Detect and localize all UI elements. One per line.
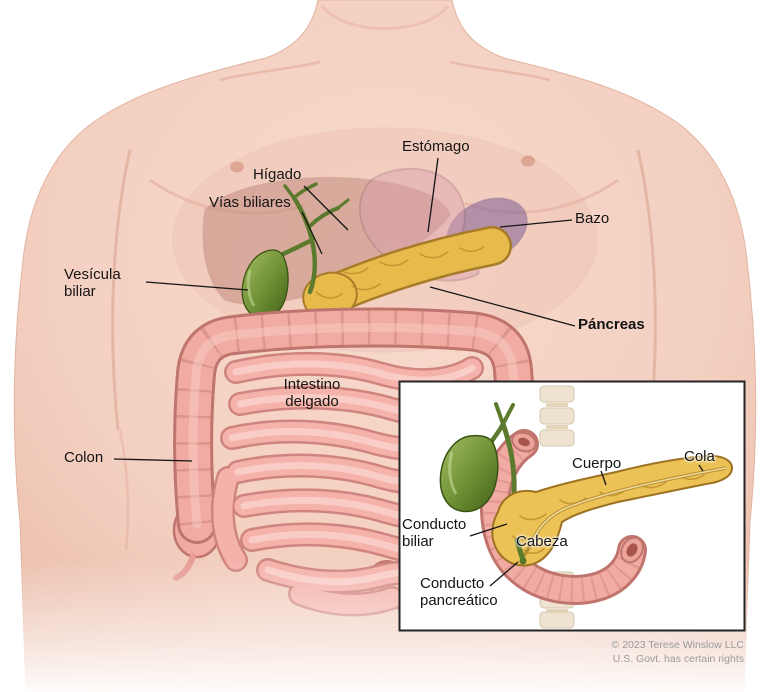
label-estomago: Estómago xyxy=(402,138,470,155)
label-colon: Colon xyxy=(64,449,104,466)
copyright-notice: © 2023 Terese Winslow LLC U.S. Govt. has… xyxy=(524,639,744,666)
inset-gallbladder xyxy=(439,434,499,513)
label-bazo: Bazo xyxy=(575,210,610,227)
nipple-left xyxy=(230,161,244,173)
label-cola: Cola xyxy=(684,448,715,465)
leader-estomago xyxy=(427,157,439,233)
jejunum-cut-end xyxy=(620,536,644,564)
leader-higado xyxy=(303,185,349,231)
inset-duodenum xyxy=(495,429,647,589)
leader-lines xyxy=(113,157,704,587)
leader-conducto-pancreatico xyxy=(489,561,519,587)
inset-pancreatic-duct xyxy=(519,466,727,562)
label-pancreas: Páncreas xyxy=(578,316,645,333)
label-cuerpo: Cuerpo xyxy=(572,455,622,472)
label-intestino-delgado: Intestino delgado xyxy=(283,376,341,410)
inset-box xyxy=(398,380,746,632)
nipple-right xyxy=(521,155,535,167)
label-higado: Hígado xyxy=(253,166,302,183)
label-conducto-biliar: Conducto biliar xyxy=(402,516,467,550)
label-vesicula-biliar: Vesícula biliar xyxy=(64,266,121,300)
leader-cola xyxy=(698,464,704,472)
ampulla xyxy=(519,557,527,565)
leader-conducto-biliar xyxy=(469,523,508,537)
leader-vesicula-biliar xyxy=(145,281,249,291)
copyright-line2: U.S. Govt. has certain rights xyxy=(612,652,744,665)
gallbladder xyxy=(241,249,289,320)
leader-bazo xyxy=(499,219,573,228)
leader-vias-biliares xyxy=(301,211,323,255)
label-vias-biliares: Vías biliares xyxy=(209,194,291,211)
leader-cuerpo xyxy=(600,470,607,486)
duodenum-cut-end-top xyxy=(511,431,537,453)
copyright-line1: © 2023 Terese Winslow LLC xyxy=(611,639,744,651)
leader-colon xyxy=(113,458,193,462)
label-cabeza: Cabeza xyxy=(516,533,568,550)
label-conducto-pancreatico: Conducto pancreático xyxy=(420,575,498,609)
leader-pancreas xyxy=(429,286,576,327)
